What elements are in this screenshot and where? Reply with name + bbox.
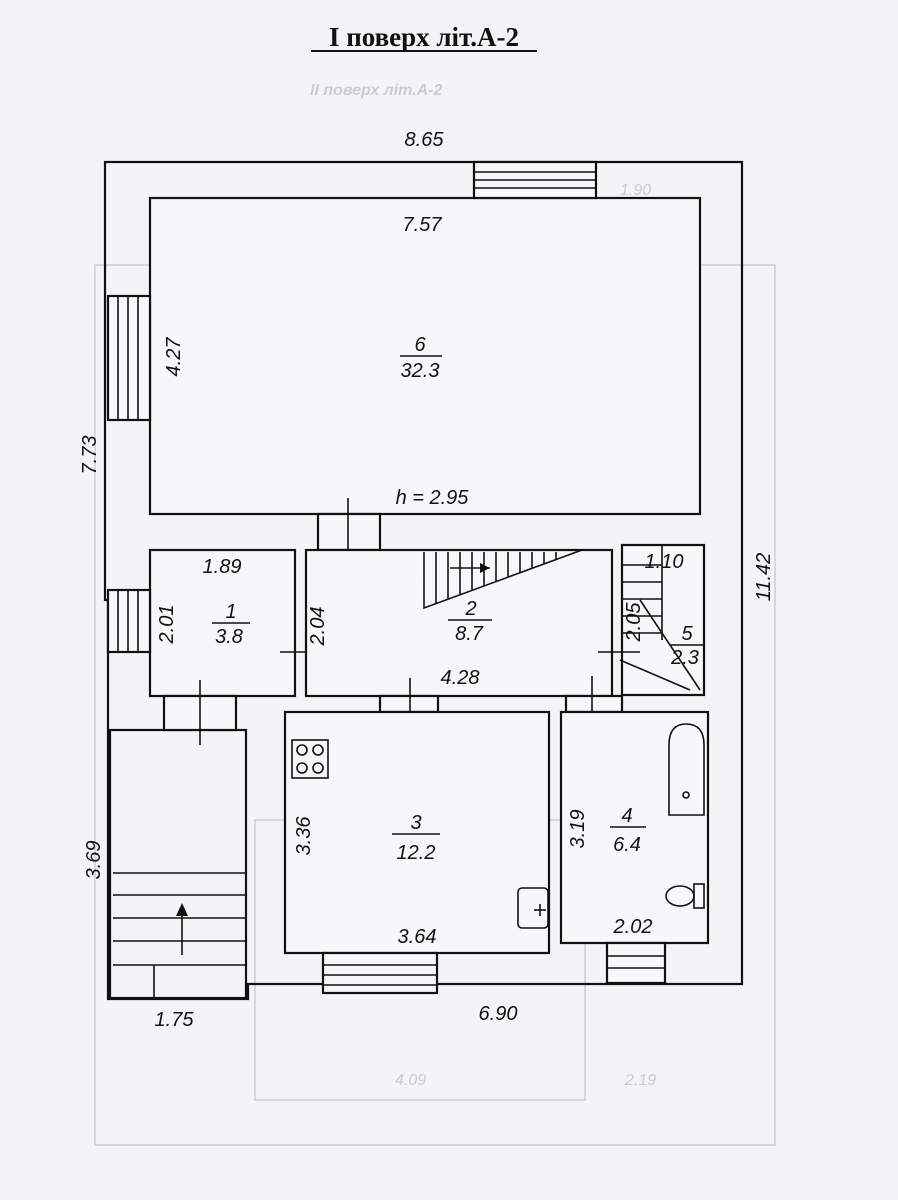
- entry-stair: [113, 872, 246, 998]
- room-6-height: 4.27: [163, 337, 185, 377]
- room-4-area: 6.4: [613, 834, 641, 856]
- room-6-width: 7.57: [403, 214, 443, 236]
- dim-bottom-left: 1.75: [155, 1009, 195, 1031]
- door-1-stair: [162, 680, 238, 745]
- window-left-1: [106, 588, 152, 654]
- room-2-number: 2: [464, 598, 476, 620]
- room-1-height: 2.01: [156, 605, 178, 645]
- room-4-width: 2.02: [613, 916, 653, 938]
- room-2-area: 8.7: [455, 623, 484, 645]
- dim-left-lower: 3.69: [83, 841, 105, 880]
- room-3-height: 3.36: [293, 816, 315, 856]
- room-4: [559, 710, 710, 945]
- room-3-number: 3: [410, 812, 421, 834]
- sink-icon: [517, 887, 549, 929]
- exterior-wall: [103, 160, 744, 1001]
- stove-icon: [291, 739, 329, 779]
- room-4-height: 3.19: [567, 810, 589, 849]
- dim-top-outer: 8.65: [405, 129, 445, 151]
- svg-text:ІІ поверх літ.А-2: ІІ поверх літ.А-2: [310, 82, 443, 99]
- room-4-number: 4: [621, 805, 632, 827]
- window-bottom-4: [605, 941, 667, 985]
- window-top: [472, 160, 598, 200]
- svg-text:1.90: 1.90: [620, 182, 651, 199]
- plan-title: I поверх літ.А-2: [329, 22, 519, 52]
- room-3-width: 3.64: [398, 926, 437, 948]
- room-3-area: 12.2: [397, 842, 436, 864]
- room-2-width: 4.28: [441, 667, 480, 689]
- room-2: [304, 548, 614, 698]
- room-3: [283, 710, 551, 955]
- room-5: [620, 543, 706, 697]
- room-6-number: 6: [414, 334, 426, 356]
- svg-text:4.09: 4.09: [395, 1072, 426, 1089]
- room-1-width: 1.89: [203, 556, 242, 578]
- bathtub-icon: [668, 723, 705, 816]
- svg-text:2.19: 2.19: [624, 1072, 656, 1089]
- window-bottom-3: [321, 951, 439, 995]
- room-2-height: 2.04: [307, 607, 329, 647]
- window-left-6: [106, 294, 152, 422]
- room-1-number: 1: [225, 601, 236, 623]
- ceiling-height: h = 2.95: [396, 487, 470, 509]
- room-5-number: 5: [681, 623, 693, 645]
- stair-block: [108, 728, 248, 1000]
- room-5-height: 2.05: [623, 602, 645, 643]
- room-6-area: 32.3: [401, 360, 440, 382]
- dim-left-outer: 7.73: [79, 436, 101, 475]
- room-5-width: 1.10: [645, 551, 684, 573]
- room-1-area: 3.8: [215, 626, 243, 648]
- dim-bottom-main: 6.90: [479, 1003, 518, 1025]
- dim-right-outer: 11.42: [753, 553, 775, 602]
- stair-2: [423, 549, 583, 610]
- room-5-area: 2.3: [670, 647, 699, 669]
- toilet-icon: [665, 883, 705, 909]
